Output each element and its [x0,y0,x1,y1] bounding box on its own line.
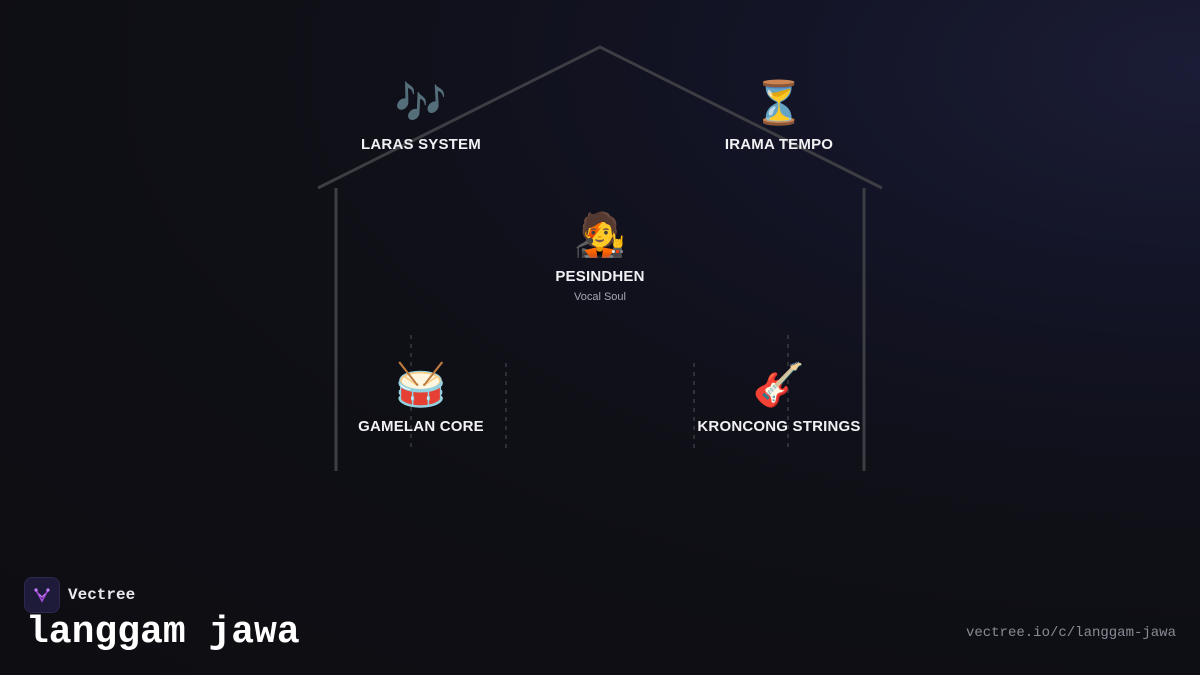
node-label: IRAMA TEMPO [724,136,834,153]
node-sublabel: Vocal Soul [574,291,626,303]
vectree-logo-icon [24,577,60,613]
page-url[interactable]: vectree.io/c/langgam-jawa [965,625,1176,641]
node-laras-system: 🎶 LARAS SYSTEM [361,78,481,153]
node-kroncong-strings: 🎸 KRONCONG STRINGS [697,360,860,435]
roof-line [317,45,883,190]
node-label: PESINDHEN [555,268,645,285]
hourglass-icon: ⏳ [752,79,806,126]
node-label: LARAS SYSTEM [361,136,481,153]
singer-icon: 🧑‍🎤 [573,211,627,258]
node-label: GAMELAN CORE [358,418,484,435]
musical-notes-icon: 🎶 [394,79,448,126]
node-gamelan-core: 🥁 GAMELAN CORE [358,360,484,435]
node-label: KRONCONG STRINGS [697,418,861,435]
drum-icon: 🥁 [394,361,448,408]
node-pesindhen: 🧑‍🎤 PESINDHEN Vocal Soul [555,210,644,303]
brand: Vectree [24,577,135,613]
node-irama-tempo: ⏳ IRAMA TEMPO [725,78,833,153]
brand-name: Vectree [68,586,136,604]
page-title: langgam jawa [26,611,300,654]
guitar-icon: 🎸 [752,361,806,408]
